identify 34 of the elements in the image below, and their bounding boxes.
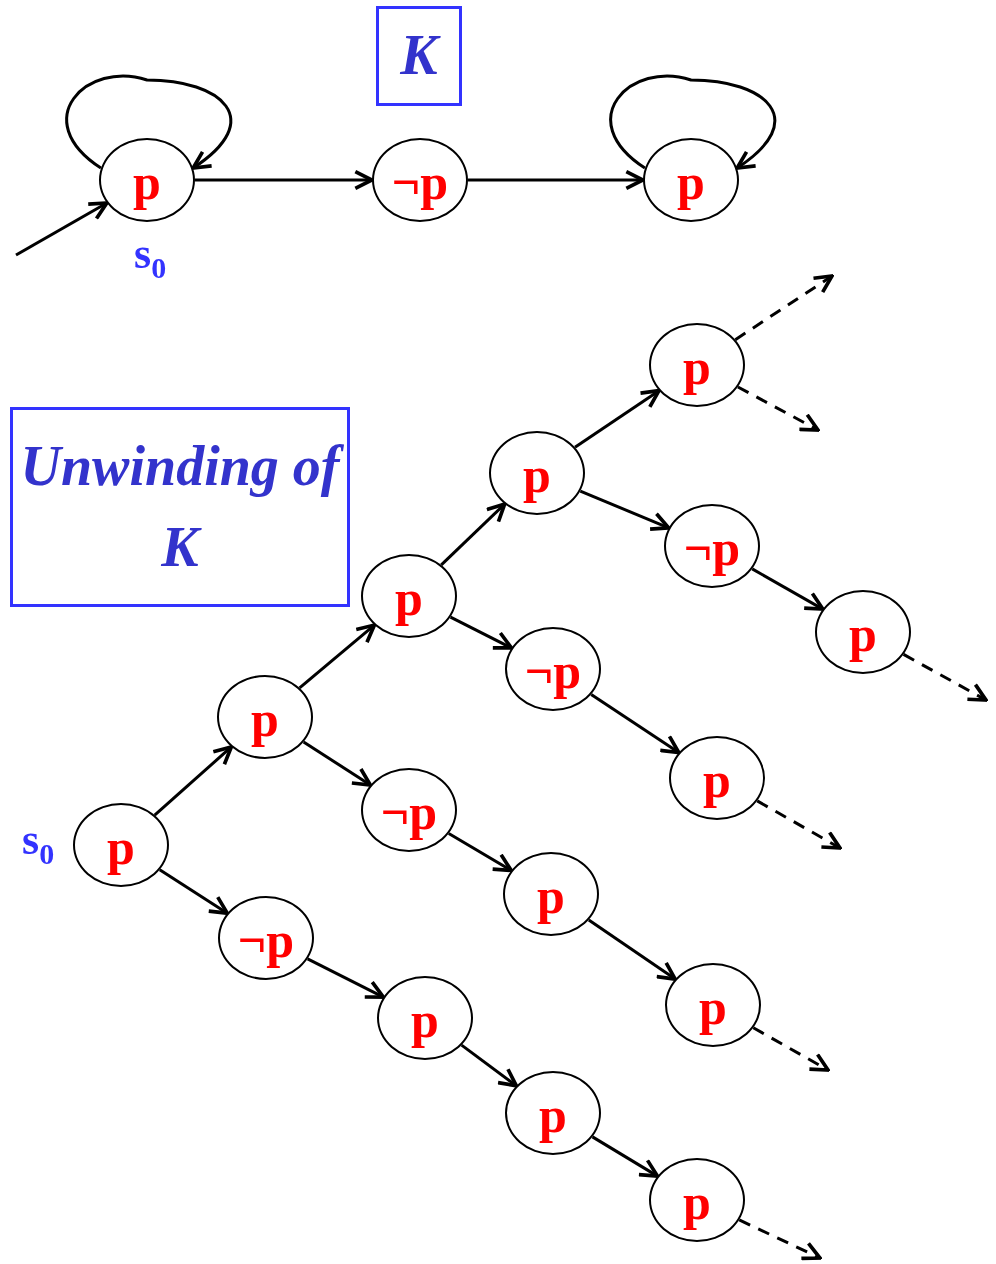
arrow	[440, 502, 507, 567]
self-loop-arrow	[609, 74, 776, 170]
arrow	[902, 653, 988, 702]
arrow	[738, 1218, 822, 1261]
state-name: s$_{0}$	[134, 232, 167, 283]
arrow	[15, 201, 109, 257]
arrow	[448, 832, 514, 873]
arrow	[468, 169, 645, 191]
arrow	[587, 918, 678, 981]
state-ellipse	[361, 554, 457, 638]
arrow	[298, 623, 377, 690]
arrow	[158, 868, 230, 915]
arrow	[460, 1043, 519, 1088]
arrow	[302, 740, 373, 787]
state-ellipse	[217, 675, 313, 759]
title-box	[376, 6, 462, 106]
arrow	[737, 385, 820, 432]
self-loop-arrow	[65, 74, 232, 170]
arrow	[752, 1026, 830, 1072]
state-ellipse	[489, 431, 585, 515]
arrow	[574, 388, 661, 449]
arrow	[579, 489, 671, 532]
arrow	[751, 567, 825, 611]
arrow	[195, 169, 374, 191]
arrow	[734, 274, 834, 341]
title-box	[10, 407, 350, 607]
title-text: Unwinding of K	[13, 425, 347, 589]
state-name: s$_{0}$	[22, 818, 55, 869]
arrow	[306, 957, 386, 999]
arrow	[591, 1135, 660, 1178]
arrow	[449, 615, 514, 650]
arrow	[590, 693, 681, 755]
arrow	[756, 799, 842, 850]
arrow	[153, 745, 234, 817]
